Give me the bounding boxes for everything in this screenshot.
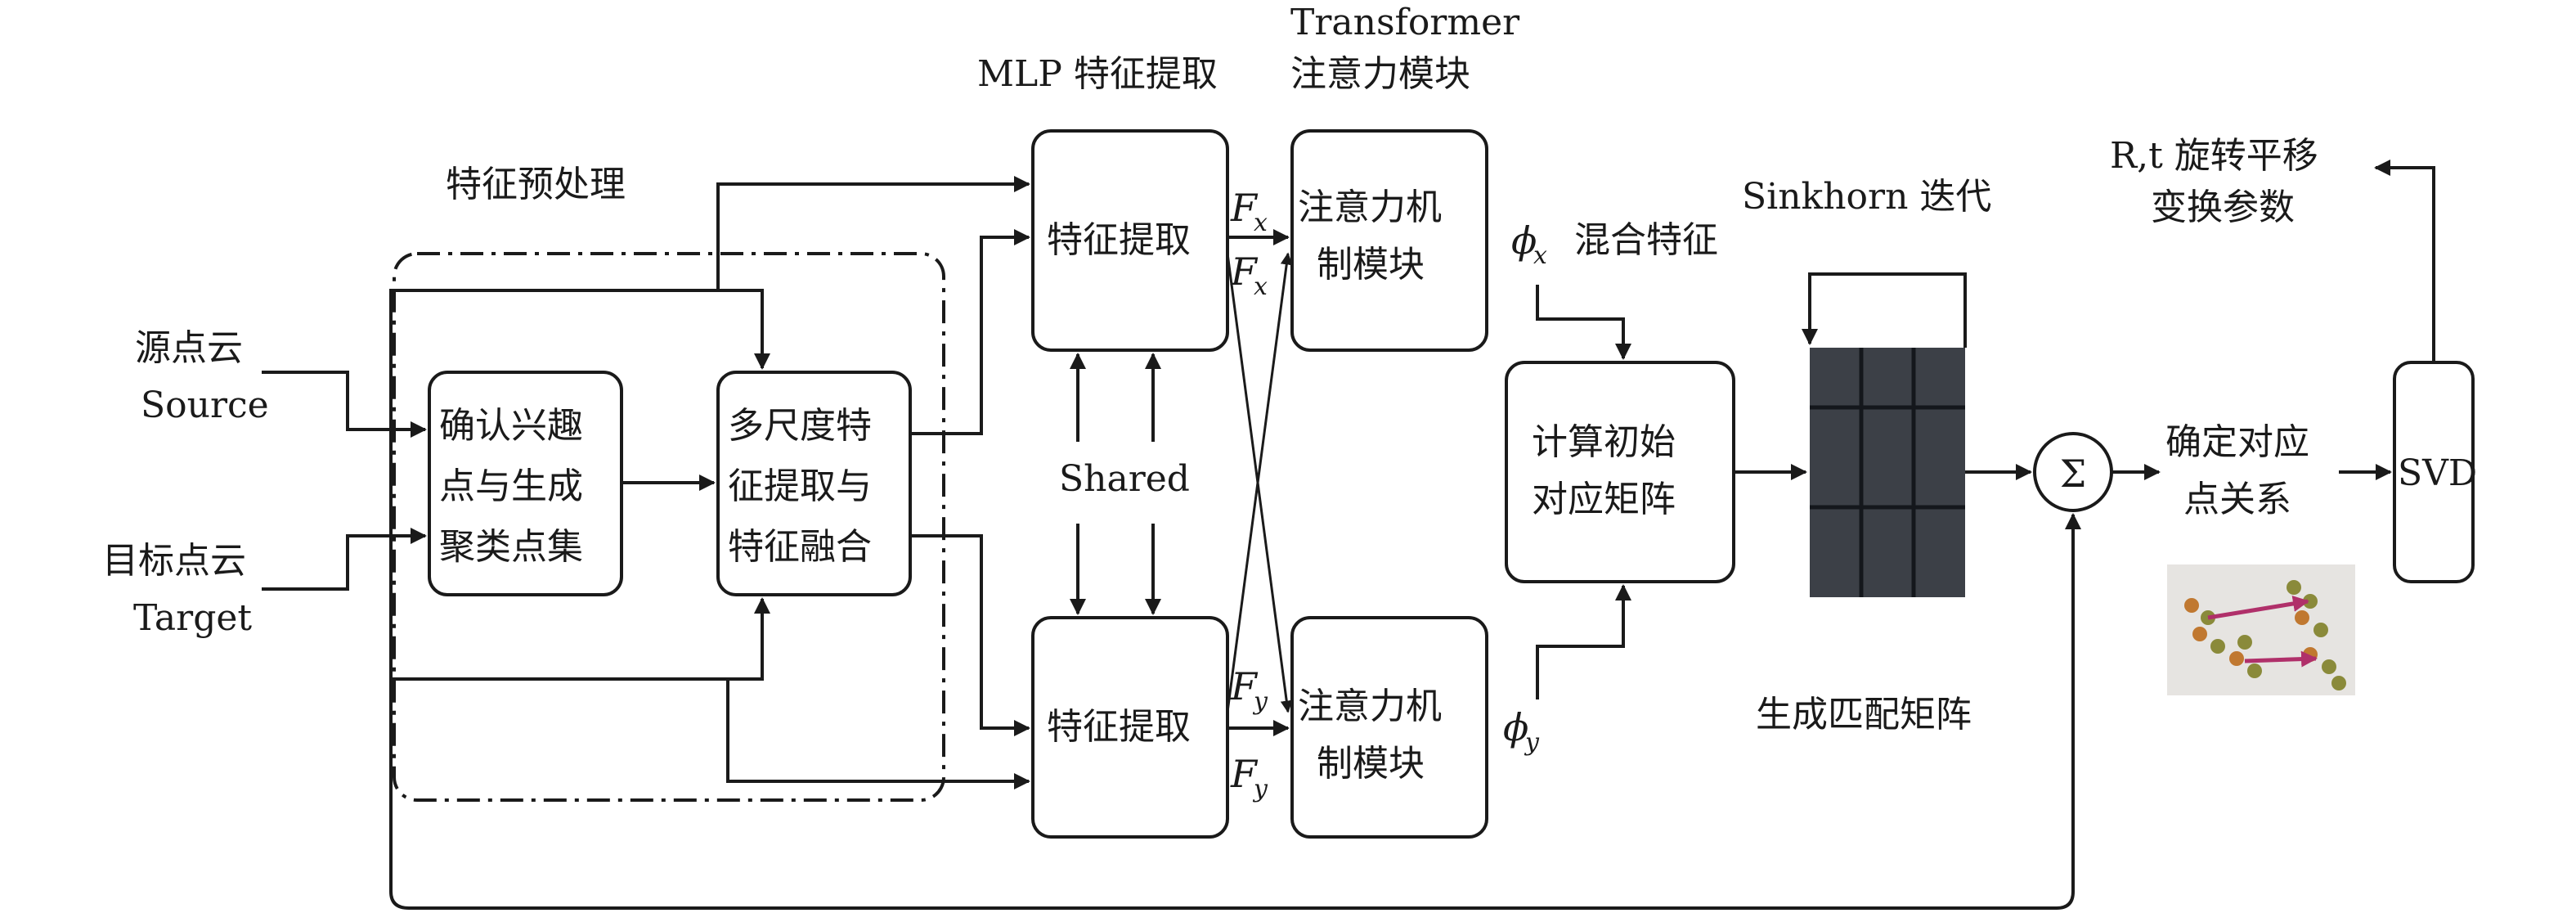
correspondence-thumbnail <box>2167 564 2355 695</box>
fy-cross-arrow <box>1226 252 1293 713</box>
interest-text-2: 点与生成 <box>439 465 583 507</box>
attn-bottom-box <box>1290 616 1488 839</box>
sigma-symbol: Σ <box>2060 452 2087 496</box>
init-matrix-box <box>1505 361 1735 583</box>
svg-text:F: F <box>1230 250 1259 294</box>
multiscale-to-extract-bottom <box>910 534 1030 736</box>
svg-text:y: y <box>1252 775 1268 803</box>
multiscale-to-extract-top <box>910 229 1030 435</box>
transformer-label-en: Transformer <box>1290 2 1520 43</box>
fx-label-top: F x <box>1230 186 1268 237</box>
svg-text:x: x <box>1254 209 1268 237</box>
svg-text:x: x <box>1533 241 1547 270</box>
fx-label-cross: F x <box>1230 250 1268 301</box>
attn-top-box <box>1290 129 1488 352</box>
attn-bottom-text-2: 制模块 <box>1317 743 1425 785</box>
svg-text:y: y <box>1524 728 1540 757</box>
bottom-feedback-line <box>389 513 2081 910</box>
svg-text:x: x <box>1254 272 1268 301</box>
svg-text:F: F <box>1230 186 1259 230</box>
extract-bottom-text: 特征提取 <box>1047 706 1191 748</box>
init-matrix-text-2: 对应矩阵 <box>1532 479 1676 520</box>
sinkhorn-label: Sinkhorn 迭代 <box>1742 176 1991 218</box>
rt-label-line1: R,t 旋转平移 <box>2110 135 2318 177</box>
multiscale-text-1: 多尺度特 <box>728 405 872 447</box>
attn-top-text-2: 制模块 <box>1317 244 1425 286</box>
mixed-feature-label: 混合特征 <box>1574 219 1718 261</box>
interest-text-1: 确认兴趣 <box>439 405 583 447</box>
svg-text:F: F <box>1230 752 1259 796</box>
source-label-cn: 源点云 <box>135 327 243 369</box>
target-bypass-line <box>391 677 1030 789</box>
svd-text: SVD <box>2398 452 2477 494</box>
target-label-cn: 目标点云 <box>102 540 246 582</box>
preprocess-region <box>393 252 945 802</box>
mlp-label: MLP 特征提取 <box>977 53 1218 95</box>
sinkhorn-loop-arrow <box>1802 272 1967 348</box>
phi-y-label: ϕ y <box>1503 705 1540 757</box>
transformer-label-cn: 注意力模块 <box>1290 53 1470 95</box>
multiscale-text-3: 特征融合 <box>728 526 872 568</box>
bottom-branch-to-multiscale <box>728 597 770 681</box>
svg-text:y: y <box>1252 687 1268 716</box>
svg-text:ϕ: ϕ <box>1511 218 1537 263</box>
svg-text:ϕ: ϕ <box>1503 705 1528 749</box>
attn-top-text-1: 注意力机 <box>1298 187 1442 228</box>
multiscale-text-2: 征提取与 <box>728 465 872 507</box>
fy-label-bottom: F y <box>1230 752 1268 803</box>
preprocess-label: 特征预处理 <box>446 164 626 205</box>
correspond-text-2: 点关系 <box>2183 479 2291 520</box>
interest-text-3: 聚类点集 <box>439 526 583 568</box>
multiscale-box <box>716 371 912 596</box>
phi-x-arrow <box>1536 285 1631 360</box>
target-label-en: Target <box>133 597 252 639</box>
sinkhorn-matrix <box>1810 348 1965 597</box>
target-arrow <box>262 528 427 591</box>
top-branch-to-multiscale <box>718 289 770 370</box>
source-arrow <box>262 371 427 438</box>
svd-to-rt-arrow <box>2374 160 2435 362</box>
source-label-en: Source <box>141 385 269 426</box>
gen-match-label: 生成匹配矩阵 <box>1756 694 1972 735</box>
correspond-text-1: 确定对应 <box>2165 421 2309 463</box>
shared-label: Shared <box>1059 458 1190 500</box>
svg-text:F: F <box>1230 664 1259 708</box>
rt-label-line2: 变换参数 <box>2151 187 2295 228</box>
fy-label-top: F y <box>1230 664 1268 716</box>
phi-y-arrow <box>1536 584 1631 699</box>
extract-top-text: 特征提取 <box>1047 219 1191 261</box>
phi-x-label: ϕ x <box>1511 218 1547 270</box>
extract-top-box <box>1031 129 1229 352</box>
init-matrix-text-1: 计算初始 <box>1532 421 1676 463</box>
attn-bottom-text-1: 注意力机 <box>1298 686 1442 727</box>
